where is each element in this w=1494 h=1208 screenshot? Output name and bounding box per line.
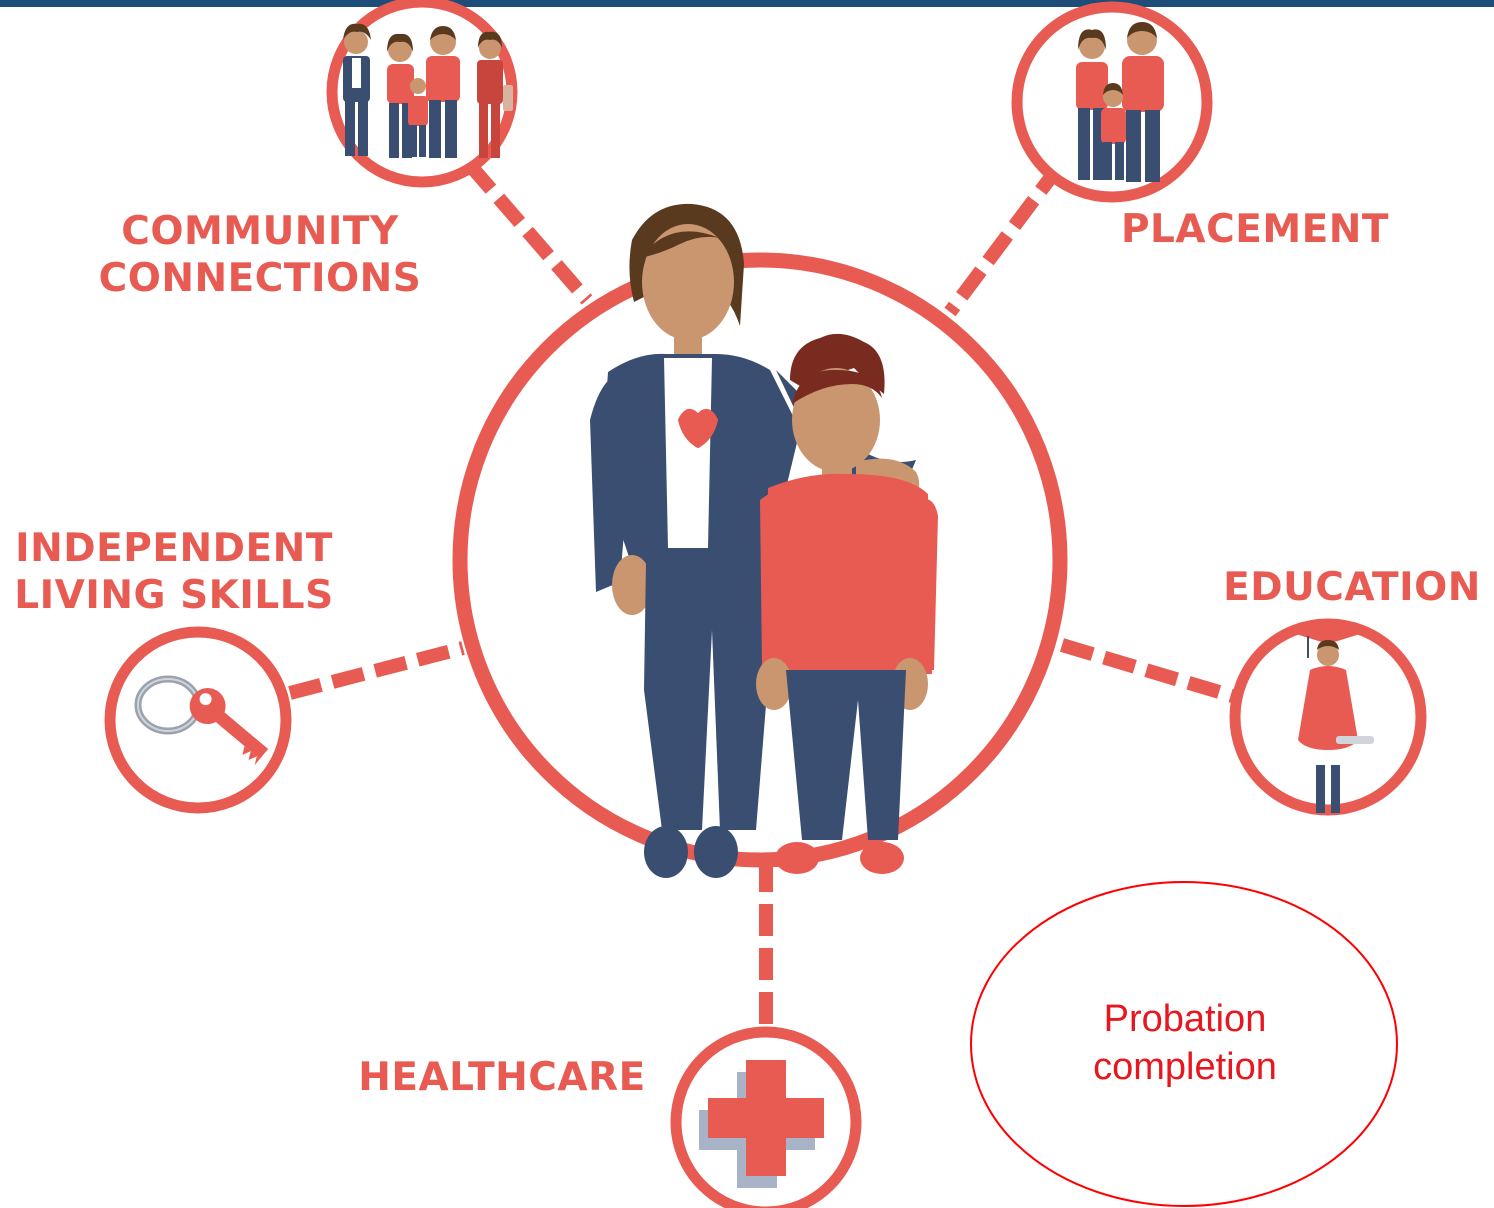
key-icon bbox=[134, 675, 269, 766]
placement-label: PLACEMENT bbox=[1110, 206, 1400, 253]
connector-community bbox=[464, 160, 593, 305]
medical-cross-icon bbox=[699, 1060, 824, 1188]
education-label-line-1: EDUCATION bbox=[1223, 565, 1481, 610]
family-group-icon bbox=[343, 23, 513, 158]
graduate-icon bbox=[1296, 624, 1374, 813]
connector-placement bbox=[944, 160, 1066, 317]
caseworker-and-youth-figures bbox=[590, 203, 938, 878]
connector-education bbox=[1059, 638, 1239, 704]
independent-label-line-1: INDEPENDENT bbox=[15, 526, 333, 571]
independent-label-line-2: LIVING SKILLS bbox=[14, 573, 334, 618]
youth-figure bbox=[756, 333, 938, 874]
community-label-line-2: CONNECTIONS bbox=[98, 256, 422, 301]
callout-text-line-2: completion bbox=[1093, 1046, 1277, 1088]
independent-label: INDEPENDENT LIVING SKILLS bbox=[4, 525, 344, 619]
education-label: EDUCATION bbox=[1214, 564, 1490, 611]
placement-label-line-1: PLACEMENT bbox=[1120, 207, 1390, 252]
callout-ellipse bbox=[970, 881, 1398, 1207]
healthcare-label: HEALTHCARE bbox=[352, 1054, 652, 1101]
callout-text: Probation completion bbox=[1000, 995, 1370, 1091]
community-label: COMMUNITY CONNECTIONS bbox=[80, 208, 440, 302]
healthcare-label-line-1: HEALTHCARE bbox=[358, 1055, 646, 1100]
connectors bbox=[288, 160, 1239, 1032]
connector-independent bbox=[288, 641, 465, 700]
callout-text-line-1: Probation bbox=[1103, 998, 1267, 1040]
community-label-line-1: COMMUNITY bbox=[121, 209, 399, 254]
family-icon bbox=[1076, 22, 1164, 182]
top-bar bbox=[0, 0, 1494, 7]
